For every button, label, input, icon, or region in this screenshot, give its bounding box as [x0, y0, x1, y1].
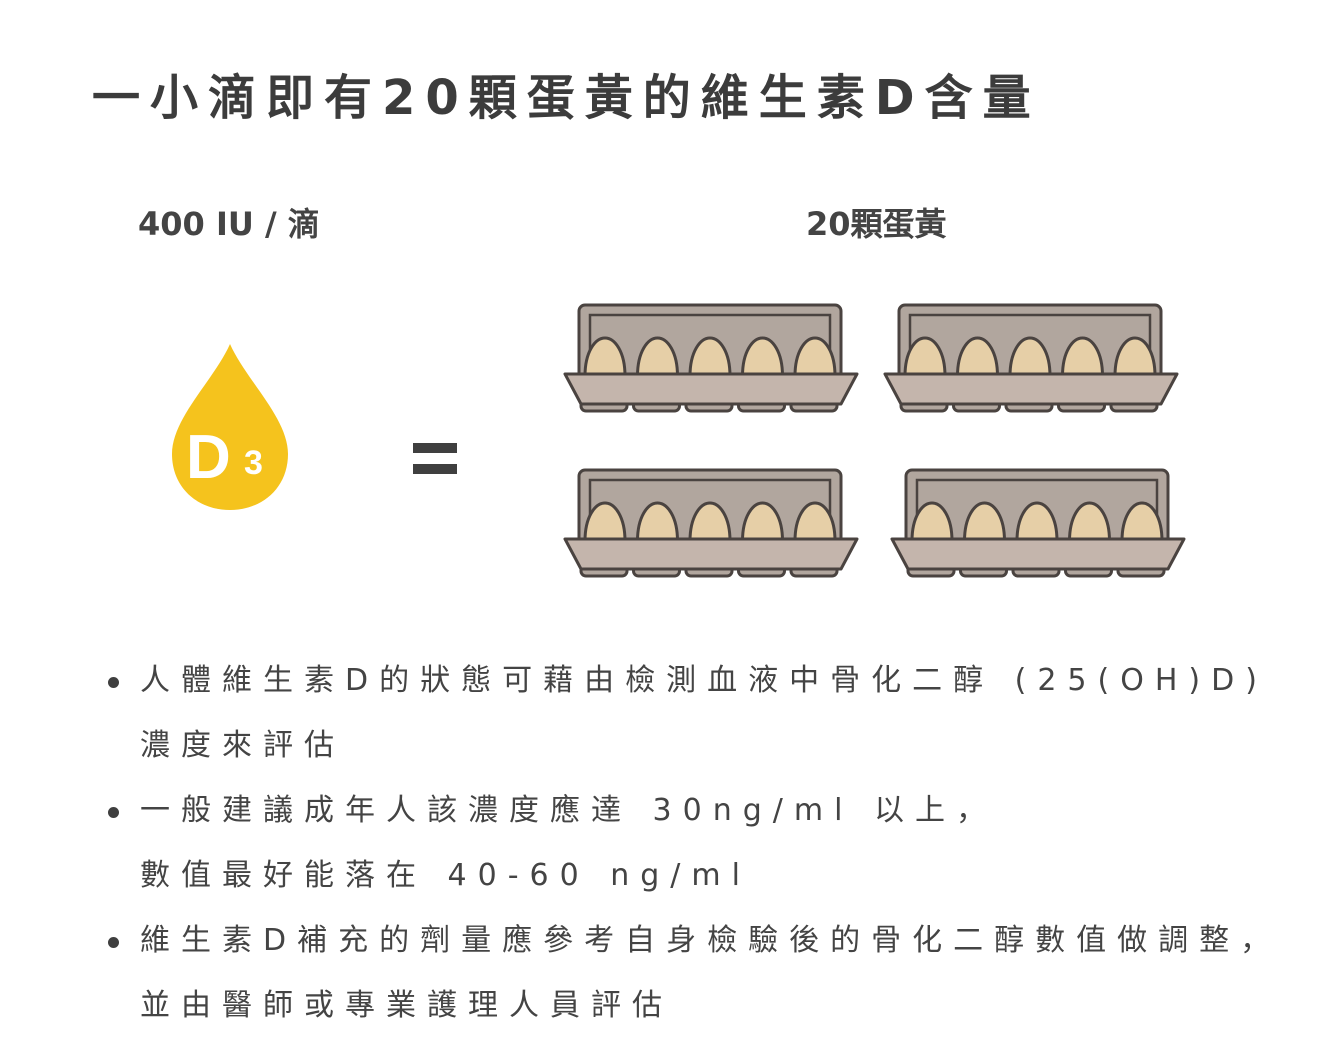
egg-icon — [1008, 336, 1052, 378]
egg-icon — [1120, 501, 1164, 543]
dose-label: 400 IU / 滴 — [138, 205, 320, 243]
bullet-item: 一般建議成年人該濃度應達 30ng/ml 以上， 數值最好能落在 40-60 n… — [104, 778, 1314, 908]
bullet-line: 數值最好能落在 40-60 ng/ml — [140, 858, 751, 893]
bullet-item: 人體維生素D的狀態可藉由檢測血液中骨化二醇 (25(OH)D) 濃度來評估 — [104, 648, 1314, 778]
drop-letter: D — [186, 423, 231, 492]
bullet-item: 維生素D補充的劑量應參考自身檢驗後的骨化二醇數值做調整， 並由醫師或專業護理人員… — [104, 908, 1314, 1038]
bullet-dot-icon — [108, 807, 119, 818]
bullet-line: 濃度來評估 — [140, 728, 345, 763]
vitamin-d3-drop-icon: D 3 — [172, 344, 288, 510]
egg-tray-icon — [890, 468, 1186, 578]
egg-icon — [740, 501, 785, 543]
egg-icon — [1015, 501, 1059, 543]
egg-icon — [793, 336, 837, 378]
page-title: 一小滴即有20顆蛋黃的維生素D含量 — [92, 70, 1041, 126]
tray-base — [890, 537, 1186, 571]
tray-base — [563, 372, 859, 406]
egg-icon — [793, 501, 837, 543]
egg-icon — [583, 336, 627, 378]
equals-sign-icon — [413, 443, 457, 474]
egg-yolk-label: 20顆蛋黃 — [806, 205, 947, 243]
bullet-line: 並由醫師或專業護理人員評估 — [140, 988, 673, 1023]
bullet-dot-icon — [108, 937, 119, 948]
egg-icon — [635, 501, 680, 543]
egg-icon — [955, 336, 1000, 378]
bullet-list: 人體維生素D的狀態可藉由檢測血液中骨化二醇 (25(OH)D) 濃度來評估 一般… — [104, 648, 1314, 1038]
drop-subscript: 3 — [244, 444, 263, 482]
bullet-line: 維生素D補充的劑量應參考自身檢驗後的骨化二醇數值做調整， — [140, 923, 1282, 958]
egg-icon — [910, 501, 954, 543]
tray-base — [563, 537, 859, 571]
egg-icon — [1067, 501, 1112, 543]
egg-icon — [903, 336, 947, 378]
egg-icon — [583, 501, 627, 543]
bullet-dot-icon — [108, 677, 119, 688]
egg-icon — [1113, 336, 1157, 378]
bullet-line: 一般建議成年人該濃度應達 30ng/ml 以上， — [140, 793, 997, 828]
tray-base — [883, 372, 1179, 406]
egg-icon — [688, 501, 732, 543]
egg-tray-icon — [563, 303, 859, 413]
egg-icon — [1060, 336, 1105, 378]
egg-icon — [688, 336, 732, 378]
egg-tray-icon — [563, 468, 859, 578]
egg-tray-icon — [883, 303, 1179, 413]
egg-icon — [635, 336, 680, 378]
egg-icon — [962, 501, 1007, 543]
bullet-line: 人體維生素D的狀態可藉由檢測血液中骨化二醇 (25(OH)D) — [140, 663, 1268, 698]
egg-icon — [740, 336, 785, 378]
